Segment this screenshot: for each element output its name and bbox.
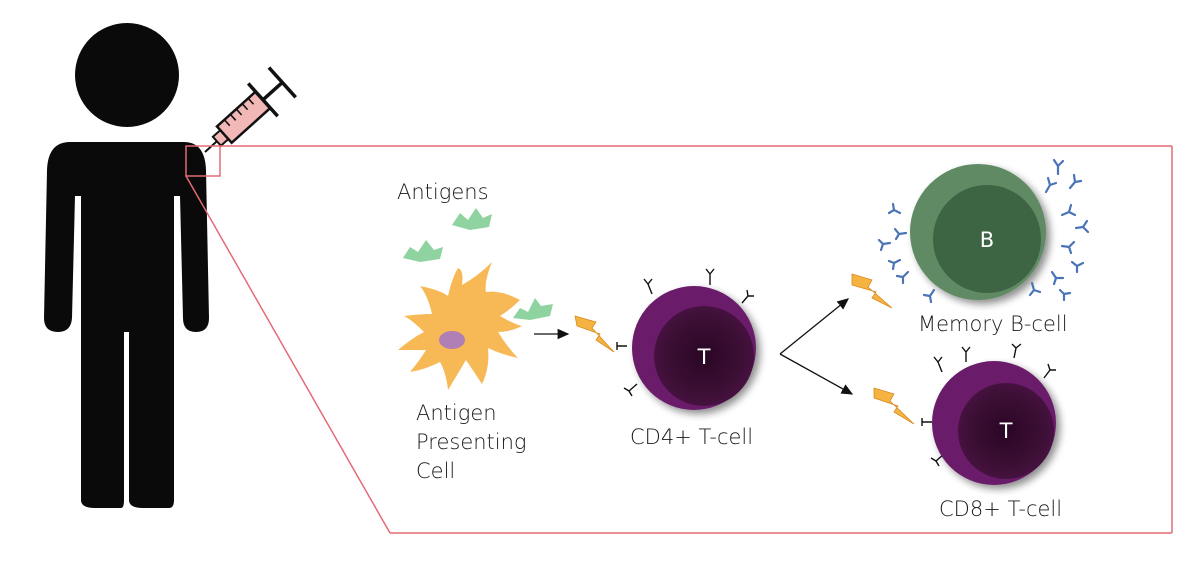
memory-b-cell-label: Memory B-cell	[918, 312, 1068, 336]
antibody-icon	[877, 158, 1090, 304]
antigen-icon	[403, 208, 553, 320]
cd4-t-cell: T	[616, 268, 756, 410]
syringe-icon	[204, 66, 297, 153]
signal-bolt-icon	[574, 315, 615, 353]
receptor-icon	[616, 268, 754, 397]
apc-label-line2: Presenting	[416, 430, 527, 454]
cd4-label: CD4+ T-cell	[630, 425, 753, 449]
cd8-cell-letter: T	[999, 419, 1013, 443]
apc-nucleus	[439, 331, 465, 349]
signal-bolt-icon	[873, 387, 915, 425]
apc-label-line1: Antigen	[416, 401, 497, 425]
memory-b-cell: B	[877, 158, 1090, 304]
b-cell-letter: B	[980, 228, 994, 252]
branch-arrows	[779, 298, 854, 395]
zoom-frame	[185, 145, 1173, 534]
injection-site-marker	[185, 145, 221, 177]
signal-bolt-icon	[851, 273, 893, 309]
cd8-label: CD8+ T-cell	[939, 497, 1062, 521]
cd4-cell-letter: T	[697, 345, 711, 369]
antigen-presenting-cell	[398, 262, 522, 390]
antigens-label: Antigens	[397, 180, 489, 204]
human-silhouette-icon	[44, 23, 209, 508]
apc-label-line3: Cell	[416, 459, 455, 483]
cd8-t-cell: T	[921, 343, 1056, 485]
